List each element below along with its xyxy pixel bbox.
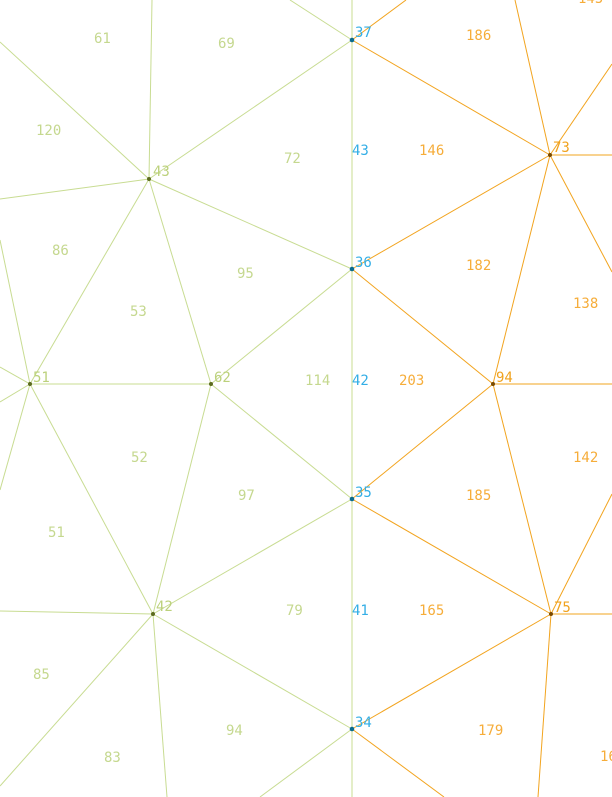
mesh-edge	[259, 728, 353, 797]
mesh-edge	[152, 613, 168, 797]
mesh-edge	[549, 154, 612, 273]
vertex-dot	[349, 726, 355, 732]
face-label: 72	[284, 151, 301, 167]
vertex-label: 62	[214, 370, 231, 386]
face-label: 165	[419, 603, 444, 619]
mesh-edge	[0, 383, 31, 491]
face-label: 69	[218, 36, 235, 52]
mesh-edge	[289, 0, 353, 41]
mesh-edge	[210, 383, 353, 500]
mesh-vertices	[28, 37, 553, 732]
face-label: 142	[573, 450, 598, 466]
mesh-edge	[351, 154, 551, 270]
vertex-label: 36	[355, 255, 372, 271]
mesh-edge	[148, 0, 153, 180]
mesh-edge	[0, 178, 150, 200]
mesh-edge	[0, 383, 31, 403]
face-label: 53	[130, 304, 147, 320]
mesh-edge	[0, 239, 31, 385]
mesh-edge	[351, 728, 445, 797]
face-label: 120	[36, 123, 61, 139]
face-label: 138	[573, 296, 598, 312]
mesh-edge	[152, 383, 212, 615]
mesh-edge	[148, 178, 212, 385]
vertex-dot	[549, 612, 553, 616]
vertex-dot	[349, 496, 355, 502]
face-label: 203	[399, 373, 424, 389]
mesh-edge	[351, 383, 494, 500]
face-label: 85	[33, 667, 50, 683]
mesh-edge	[29, 383, 154, 615]
vertex-dot	[491, 382, 495, 386]
face-label: 79	[286, 603, 303, 619]
mesh-edge	[152, 613, 353, 730]
vertex-dot	[209, 382, 213, 386]
vertex-label: 42	[156, 599, 173, 615]
vertex-dot	[548, 153, 552, 157]
edge-label: 42	[352, 373, 369, 389]
mesh-edge	[351, 268, 494, 385]
mesh-edge	[0, 41, 150, 180]
mesh-edge	[0, 613, 154, 787]
face-label: 86	[52, 243, 69, 259]
mesh-edge	[351, 613, 552, 730]
face-label: 61	[94, 31, 111, 47]
mesh-edge	[0, 610, 154, 615]
face-label: 52	[131, 450, 148, 466]
mesh-edge	[148, 39, 353, 180]
vertex-label: 35	[355, 485, 372, 501]
face-label: 95	[237, 266, 254, 282]
edge-label: 43	[352, 143, 369, 159]
vertex-dot	[28, 382, 32, 386]
face-label: 146	[419, 143, 444, 159]
mesh-edge	[492, 154, 551, 385]
face-label: 114	[305, 373, 330, 389]
mesh-edge	[550, 493, 612, 615]
vertex-label: 94	[496, 370, 513, 386]
vertex-label: 43	[153, 164, 170, 180]
face-label: 185	[466, 488, 491, 504]
mesh-edge	[351, 498, 552, 615]
face-label: 145	[578, 0, 603, 7]
vertex-label: 75	[554, 600, 571, 616]
mesh-edge	[537, 613, 552, 797]
mesh-edge	[514, 0, 551, 156]
edge-label: 41	[352, 603, 369, 619]
vertex-dot	[147, 177, 151, 181]
vertex-dot	[151, 612, 155, 616]
vertex-dot	[349, 37, 355, 43]
face-label: 182	[466, 258, 491, 274]
vertex-label: 37	[355, 25, 372, 41]
mesh-edge	[0, 366, 31, 385]
face-labels: 61 69 120 72 86 95 53 114 52 97 51 79 85…	[33, 0, 612, 766]
face-label: 186	[466, 28, 491, 44]
mesh-edge	[492, 383, 552, 615]
vertex-label: 73	[553, 140, 570, 156]
face-label: 51	[48, 525, 65, 541]
face-label: 83	[104, 750, 121, 766]
mesh-edge	[351, 39, 551, 156]
vertex-label: 34	[355, 715, 372, 731]
face-label: 97	[238, 488, 255, 504]
vertex-dot	[349, 266, 355, 272]
mesh-edge	[29, 178, 150, 385]
vertex-label: 51	[33, 370, 50, 386]
mesh-edge	[152, 498, 353, 615]
mesh-edge	[351, 0, 407, 41]
face-label: 16	[600, 749, 612, 765]
face-label: 94	[226, 723, 243, 739]
mesh-edge	[148, 178, 353, 270]
mesh-edge	[549, 63, 612, 156]
vertex-labels: 37 43 36 42 35 41 34 43 51 62 42 73 94 7…	[33, 25, 571, 731]
face-label: 179	[478, 723, 503, 739]
mesh-edge	[210, 268, 353, 385]
